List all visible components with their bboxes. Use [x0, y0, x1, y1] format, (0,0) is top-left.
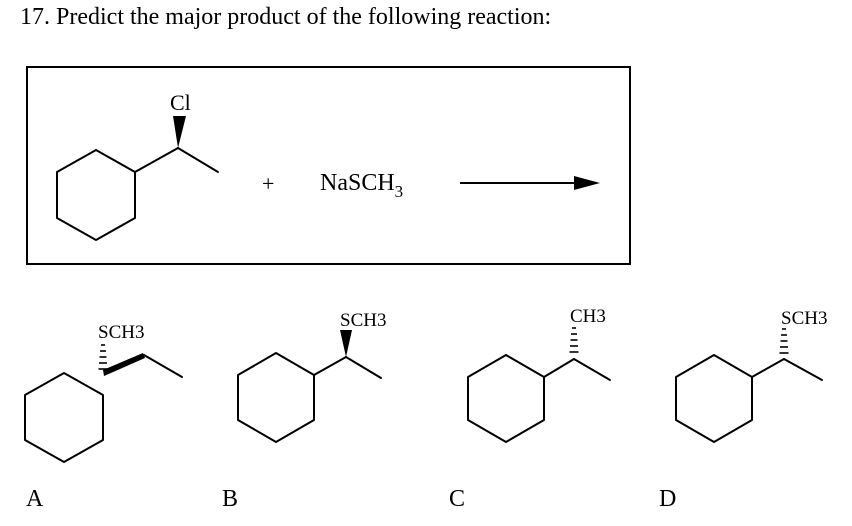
choice-a-structure: SCH3 — [24, 322, 183, 463]
reactant-chain-bond — [134, 147, 179, 173]
choice-c-ring — [467, 354, 545, 443]
choice-b-letter[interactable]: B — [222, 486, 238, 512]
choice-a-hashed-bond — [98, 344, 108, 370]
reagent-formula: NaSCH3 — [320, 170, 403, 201]
reagent-formula-subscript: 3 — [395, 182, 404, 201]
choice-b-methyl-bond — [345, 356, 382, 379]
choice-a-ring — [24, 372, 104, 463]
choice-b-structure: SCH3 — [237, 310, 386, 443]
reactant-cyclohexane-ring — [56, 149, 136, 241]
choice-b-chain-bond — [313, 356, 347, 376]
choice-c-letter[interactable]: C — [449, 486, 465, 512]
question-number: 17. — [20, 4, 50, 30]
choice-d-structure: SCH3 — [675, 308, 827, 443]
choice-a-group-label: SCH3 — [98, 322, 144, 343]
choice-d-ring — [675, 354, 753, 443]
choice-a-methyl-bond — [143, 354, 183, 378]
reagent-formula-main: NaSCH — [320, 170, 395, 196]
question-prompt: Predict the major product of the followi… — [56, 4, 552, 30]
question-text: 17. Predict the major product of the fol… — [20, 4, 551, 31]
choice-c-structure: CH3 — [467, 306, 611, 443]
reactant-methyl-bond — [177, 147, 219, 173]
choice-b-ring — [237, 352, 315, 443]
choice-a-wedge-bond — [103, 353, 145, 376]
plus-sign: + — [262, 171, 274, 196]
choice-c-hashed-bond — [569, 327, 579, 353]
choice-c-methyl-bond — [573, 358, 611, 381]
choice-c-chain-bond — [543, 358, 575, 378]
choice-d-letter[interactable]: D — [659, 486, 676, 512]
choice-b-group-label: SCH3 — [340, 310, 386, 331]
reactant-wedge-bond — [173, 116, 186, 148]
choice-d-methyl-bond — [783, 358, 823, 381]
choice-d-chain-bond — [751, 358, 785, 378]
choice-b-wedge-bond — [340, 330, 352, 357]
choice-a-letter[interactable]: A — [26, 486, 44, 512]
choice-d-group-label: SCH3 — [781, 308, 827, 329]
reaction-arrow-head — [574, 176, 600, 190]
reaction-box — [26, 66, 631, 265]
choice-c-group-label: CH3 — [570, 306, 606, 327]
choice-d-hashed-bond — [779, 328, 789, 354]
reactant-substituent-label: Cl — [170, 90, 191, 115]
